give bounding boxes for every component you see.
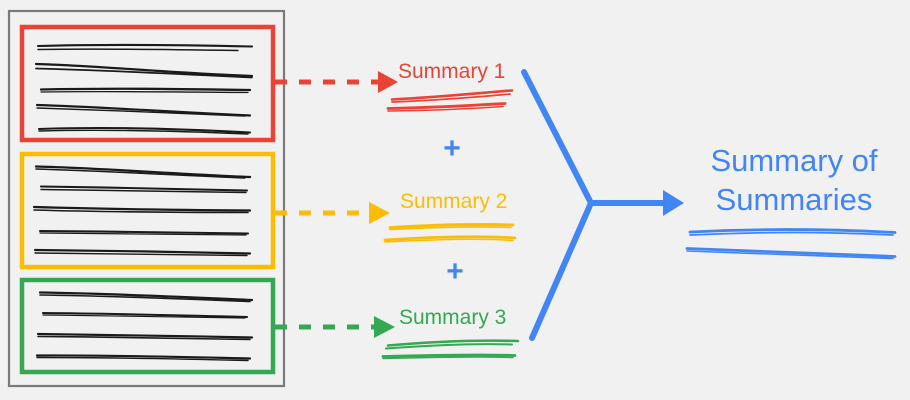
merge-arrowhead (663, 190, 684, 216)
connector-3-green-dashed-arrow (275, 316, 395, 338)
summary-of-summaries[interactable]: Summary of Summaries (685, 143, 897, 260)
section-3-scribbles (35, 291, 254, 362)
plus-icon-2: + (446, 255, 464, 288)
summary-2-label: Summary 2 (400, 190, 507, 213)
summary-2-scribbles (383, 223, 517, 243)
summary-1-scribbles (386, 89, 514, 112)
plus-icon-1: + (443, 132, 461, 165)
merge-connector (521, 69, 684, 341)
document-section-1[interactable] (19, 24, 276, 143)
section-1-box (19, 24, 276, 143)
summary-1-label: Summary 1 (398, 60, 505, 83)
document-section-2[interactable] (19, 151, 276, 270)
connector-1-arrowhead (378, 71, 398, 93)
result-label-line-1: Summary of (710, 143, 877, 178)
result-scribbles (685, 228, 897, 260)
connector-2-arrowhead (369, 202, 390, 224)
section-2-box (19, 151, 276, 270)
result-label-line-2: Summaries (716, 182, 873, 217)
connector-2-orange-dashed-arrow (275, 202, 390, 224)
summary-1[interactable]: Summary 1 (386, 60, 514, 112)
summary-2[interactable]: Summary 2 (383, 190, 517, 243)
source-document-stack-border (7, 9, 286, 388)
document-section-3[interactable] (19, 277, 276, 375)
summary-3-label: Summary 3 (399, 306, 506, 329)
connector-3-arrowhead (374, 316, 395, 338)
section-3-box (19, 277, 276, 375)
section-1-scribbles (34, 43, 254, 135)
summary-3-scribbles (381, 339, 520, 360)
merge-branch-bottom (529, 200, 594, 341)
connector-1-red-dashed-arrow (275, 71, 398, 93)
section-2-scribbles (32, 165, 252, 257)
summary-3[interactable]: Summary 3 (381, 306, 520, 360)
merge-branch-top (521, 69, 594, 206)
